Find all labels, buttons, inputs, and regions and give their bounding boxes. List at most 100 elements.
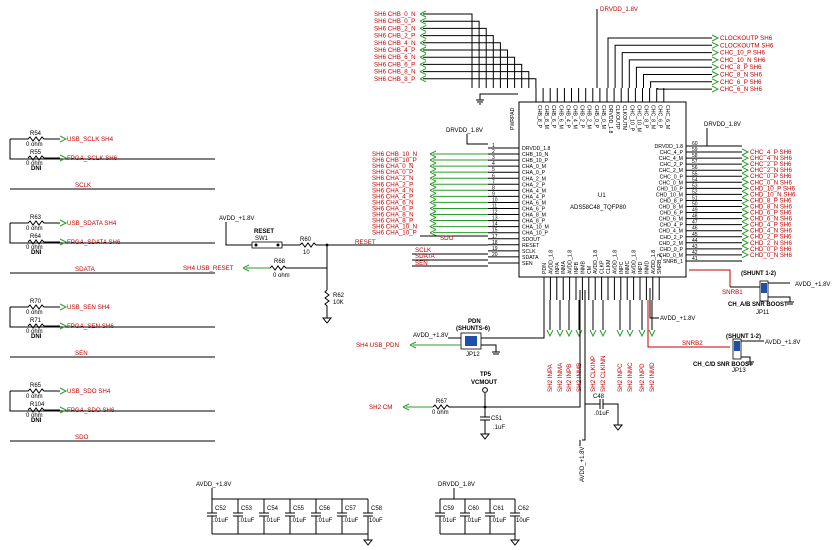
resistor-dni: DNI	[31, 166, 42, 172]
left-net: SH6 CHA_10_N	[372, 224, 417, 231]
cap-ref: C56	[319, 506, 331, 512]
jumper-jp13[interactable]	[732, 338, 742, 360]
resistor-value: 0 ohm	[26, 329, 43, 335]
drvdd-right-label: DRVDD_1.8V	[704, 122, 741, 128]
chip-bottom-pin: SNRB_2	[657, 254, 663, 274]
cap-ref: C58	[371, 506, 383, 512]
chip-right-pin: DRVDD_1.8	[655, 144, 684, 150]
chip-bottom-pin: PDN	[542, 263, 548, 274]
r60-value: 10	[303, 250, 310, 256]
chip-bottom-pin: CLKP	[600, 260, 606, 274]
cap-value: .01uF	[441, 518, 457, 524]
bottom-net: SH2 CLKINP	[590, 356, 597, 392]
chip-top-pin: CHB_2_P	[579, 105, 585, 129]
chip-left-pin: CHA_4_P	[522, 194, 546, 200]
jumper-jp12[interactable]	[460, 332, 482, 350]
shunt-a-label: (SHUNT 1-2)	[741, 271, 776, 277]
chip-body	[518, 101, 687, 278]
vcmout-label: VCMOUT	[471, 380, 497, 386]
cap-value: .01uF	[239, 518, 255, 524]
pin-number: 47	[692, 220, 698, 226]
bottom-net: SH2 CLKINN	[600, 356, 607, 392]
chip-right-pin: CHD_10_P	[657, 186, 684, 192]
c51-label: C51	[491, 416, 503, 422]
chip-bottom-pin: AVDD_1.8	[651, 250, 657, 274]
right-net: CHC_4_P SH6	[750, 149, 792, 156]
pin-number: 19	[492, 246, 498, 252]
chip-right-pin: CHC_4_P	[660, 150, 684, 156]
cap-bank-rail: DRVDD_1.8V	[438, 482, 475, 488]
resistor-dni: DNI	[31, 250, 42, 256]
pin-number: 60	[692, 141, 698, 147]
pin-number: 6	[492, 173, 495, 179]
left-net: SH6 CHA_2_P	[372, 181, 413, 188]
chip-left-pin: CHA_10_M	[522, 225, 549, 231]
resistor-net: FPGA_SDATA SH6	[67, 239, 121, 246]
bottom-net: SH2 INPA	[547, 363, 554, 392]
right-net: CHD_0_P SH6	[750, 246, 792, 253]
chip-bottom-pin: AVDD_1.8	[632, 250, 638, 274]
resistor-net: USB_SCLK SH4	[67, 136, 114, 143]
right-net: CHC_4_N SH6	[750, 155, 793, 162]
cap-value: .01uF	[343, 518, 359, 524]
chip-top-pin: CHC_10_M	[635, 105, 641, 132]
cap-ref: C60	[468, 506, 480, 512]
resistor-net: FPGA_SCLK SH6	[67, 155, 118, 162]
pin-number: 57	[692, 159, 698, 165]
chip-right-pin: CHD_0_P	[660, 247, 684, 253]
resistor-value: 0 ohm	[26, 413, 43, 419]
chip-top-pin: CHB_6_P	[550, 105, 556, 129]
cap-value: .01uF	[317, 518, 333, 524]
bottom-net: SH2 INPC	[617, 363, 624, 392]
cap-value: .01uF	[466, 518, 482, 524]
top-right-net: CHC_8_P SH6	[720, 64, 762, 71]
chip-part: ADS58C48_TQFP80	[570, 205, 627, 211]
right-net: CHD_4_N SH6	[750, 228, 793, 235]
chip-top-pin: CHB_8_P	[536, 105, 542, 129]
cap-value: .01uF	[491, 518, 507, 524]
resistor-ref: R70	[30, 299, 42, 305]
top-right-net: CHC_10_N SH6	[720, 57, 766, 64]
chip-left-pin: CHA_2_P	[522, 182, 546, 188]
chip-bottom-pin: INMA	[561, 260, 567, 274]
cap-ref: C61	[493, 506, 505, 512]
pin-number: 56	[692, 165, 698, 171]
chip-right-pin: CHD_6_M	[659, 217, 683, 223]
drvdd-left-label: DRVDD_1.8V	[446, 128, 483, 134]
chip-right-pin: CHD_8_P	[660, 198, 684, 204]
pin-number: 48	[692, 214, 698, 220]
chip-left-pin: DRVDD_1.8	[522, 146, 551, 152]
shunt-b-label: (SHUNT 1-2)	[726, 334, 761, 340]
chip-right-pin: CHD_2_M	[659, 241, 683, 247]
pin-number: 18	[492, 240, 498, 246]
top-left-net: SH6 CHB_6_P	[374, 61, 415, 68]
right-net: CHC_0_N SH6	[750, 179, 793, 186]
resistor-ref: R104	[30, 402, 45, 408]
right-net: CHD_10_N SH6	[750, 191, 796, 198]
pin-number: 50	[692, 202, 698, 208]
chip-right-pin: CHD_4_M	[659, 229, 683, 235]
usb-pdn-label: SH4 USB_PDN	[356, 342, 399, 349]
resistor-dni: DNI	[31, 418, 42, 424]
right-net: CHC_2_P SH6	[750, 161, 792, 168]
chip-bottom-pin: AVDD_1.8	[548, 250, 554, 274]
jumper-jp11[interactable]	[759, 280, 769, 302]
jp13-avdd-label: AVDD_+1.8V	[765, 340, 800, 346]
resistor-ref: R65	[30, 383, 42, 389]
top-right-net: CHC_8_N SH6	[720, 72, 763, 79]
pin-number: 3	[492, 155, 495, 161]
snrb2-label: SNRB2	[682, 340, 703, 347]
r67-label: R67	[436, 399, 448, 405]
sen-net: SEN	[415, 260, 428, 267]
chip-bottom-pin: INMB	[580, 260, 586, 274]
chip-top-pin: CLKOUTM	[621, 105, 627, 130]
chip-bottom-pin: INPA	[555, 262, 561, 274]
jp12-shunt	[465, 336, 477, 346]
resistor-net: USB_SDO SH4	[67, 388, 111, 395]
jp11-avdd-label: AVDD_+1.8V	[795, 282, 830, 288]
resistor-value: 0 ohm	[26, 310, 43, 316]
pin-number: 59	[692, 147, 698, 153]
pin-number: 44	[692, 238, 698, 244]
